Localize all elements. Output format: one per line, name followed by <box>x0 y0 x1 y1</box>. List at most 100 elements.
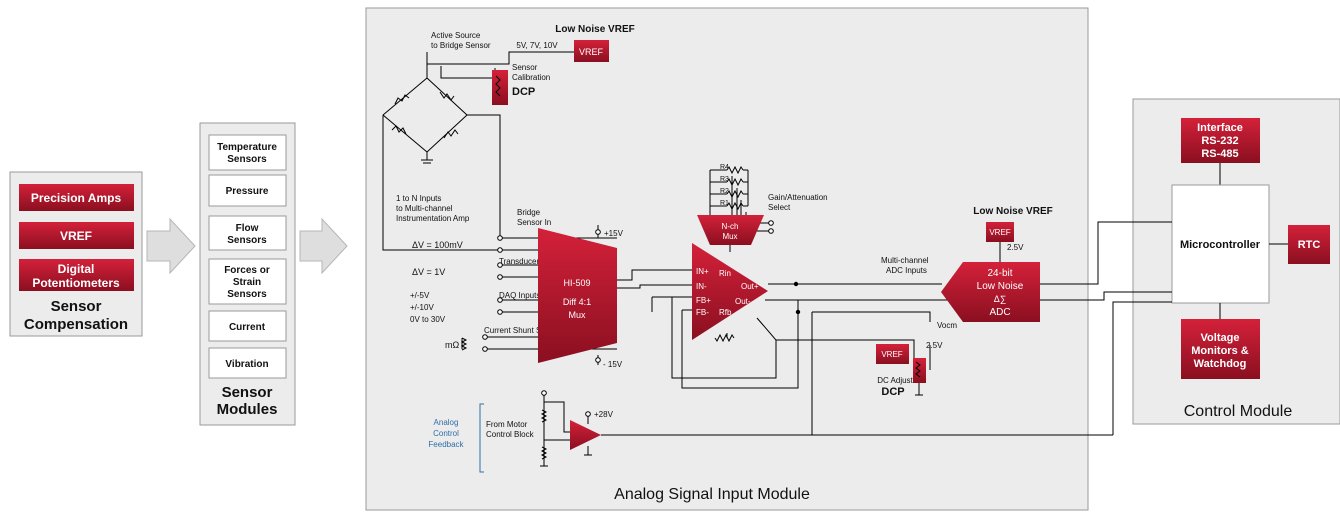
mux-label: Mux <box>568 310 586 320</box>
adc-to-micro-wires <box>1040 221 1172 435</box>
vref-top-block <box>574 40 609 62</box>
motor-label-2: Control Block <box>486 430 535 439</box>
low-noise-vref-top-label: Low Noise VREF <box>555 24 634 35</box>
plus15v-label: +15V <box>604 229 624 238</box>
nch-mux-label-2: Mux <box>722 232 737 241</box>
adc-inputs-label-1: Multi-channel <box>881 256 929 265</box>
flow-label-2: Sensors <box>227 235 267 246</box>
r2-label: R2 <box>720 188 729 195</box>
temperature-label-1: Temperature <box>217 142 277 153</box>
feedback-label-1: Analog <box>434 418 459 427</box>
forces-label-1: Forces or <box>224 265 270 276</box>
voltage-label-2: Monitors & <box>1191 345 1248 357</box>
vref-right-label: VREF <box>989 228 1010 237</box>
sensor-modules-title-2: Modules <box>217 401 278 418</box>
vocm-label: Vocm <box>937 321 957 330</box>
out-plus-label: Out+ <box>741 282 759 291</box>
analog-module-title: Analog Signal Input Module <box>614 486 810 503</box>
flow-arrow-1 <box>146 217 196 275</box>
daq-label-3: 0V to 30V <box>410 315 446 324</box>
plus28v-label: +28V <box>594 410 614 419</box>
feedback-bracket <box>479 403 484 473</box>
minus15v-label: - 15V <box>603 360 623 369</box>
dv-1v-label: ΔV = 1V <box>412 267 445 277</box>
bridge-sensor-label-1: Bridge <box>517 208 541 217</box>
digital-label: Digital <box>58 262 95 276</box>
sensor-modules-title-1: Sensor <box>222 384 273 401</box>
control-module-title: Control Module <box>1184 403 1293 420</box>
adc-label-3: Δ∑ <box>994 294 1006 304</box>
forces-label-2: Strain <box>233 277 261 288</box>
hi509-mux <box>538 225 617 365</box>
current-shunt-label: Current Shunt Sense <box>484 326 559 335</box>
adc-label-1: 24-bit <box>987 268 1012 279</box>
transducer-in-label: Transducer In <box>499 257 548 266</box>
vref-voltages-label: 5V, 7V, 10V <box>516 41 558 50</box>
interface-label-2: RS-232 <box>1201 135 1238 147</box>
milliohm-label: mΩ <box>445 340 459 350</box>
fb-plus-label: FB+ <box>696 296 711 305</box>
dcp-label-bottom: DCP <box>881 386 904 398</box>
flow-label-1: Flow <box>236 223 259 234</box>
sensor-calibration-label-2: Calibration <box>512 73 550 82</box>
vref-label: VREF <box>60 229 92 243</box>
r1-label: R1 <box>720 200 729 207</box>
precision-amps-label: Precision Amps <box>31 191 122 205</box>
in-minus-label: IN- <box>696 282 707 291</box>
rtc-label: RTC <box>1298 239 1321 251</box>
dc-adjust-label: DC Adjust <box>877 376 913 385</box>
pressure-box <box>208 174 287 207</box>
flow-arrow-2 <box>299 217 348 275</box>
instrumentation-amp <box>692 243 768 340</box>
vref-top-label: VREF <box>579 47 604 57</box>
amp-to-adc-wires <box>765 283 950 435</box>
in-plus-label: IN+ <box>696 267 709 276</box>
rtc-block <box>1288 225 1330 264</box>
fb-minus-label: FB- <box>696 308 709 317</box>
daq-label-2: +/-10V <box>410 303 434 312</box>
nch-mux-label-1: N-ch <box>722 222 739 231</box>
sensor-compensation-title-1: Sensor <box>51 298 102 315</box>
temperature-label-2: Sensors <box>227 154 267 165</box>
pressure-label: Pressure <box>226 186 269 197</box>
microcontroller-label: Microcontroller <box>1180 239 1261 251</box>
r3-label: R3 <box>720 176 729 183</box>
gain-label-2: Select <box>768 203 791 212</box>
rfb-resistor <box>714 333 735 343</box>
rfb-label: Rfb <box>719 308 732 317</box>
vref-block <box>19 222 134 249</box>
v25-dc-label: 2.5V <box>926 341 943 350</box>
vref-right-block <box>986 222 1014 242</box>
feedback-amp <box>570 420 601 450</box>
rin-label: Rin <box>719 269 731 278</box>
forces-label-3: Sensors <box>227 289 267 300</box>
potentiometers-label: Potentiometers <box>32 276 120 290</box>
adc-label-2: Low Noise <box>977 281 1024 292</box>
daq-label-1: +/-5V <box>410 291 430 300</box>
mux-diff-label: Diff 4:1 <box>563 297 591 307</box>
dcp-label-top: DCP <box>512 86 535 98</box>
digital-potentiometers-block <box>19 259 134 291</box>
vibration-label: Vibration <box>225 359 268 370</box>
nch-mux <box>697 215 764 245</box>
vref-dc-label: VREF <box>881 350 902 359</box>
vibration-box <box>208 347 287 379</box>
out-minus-label: Out- <box>735 297 751 306</box>
inputs-label-2: to Multi-channel <box>396 204 453 213</box>
motor-label-1: From Motor <box>486 420 528 429</box>
inputs-label-3: Instrumentation Amp <box>396 214 470 223</box>
dv-100mv-label: ΔV = 100mV <box>412 240 463 250</box>
vref-dc-block <box>876 344 909 364</box>
temperature-sensors-box <box>208 134 287 171</box>
precision-amps-block <box>19 184 134 211</box>
sensor-modules-panel: Temperature Sensors Pressure Flow Sensor… <box>199 122 296 426</box>
feedback-wiring <box>540 393 1113 467</box>
input-terminals <box>482 235 503 352</box>
voltage-monitors-block <box>1181 319 1260 379</box>
daq-inputs-label: DAQ Inputs <box>499 291 540 300</box>
interface-label-1: Interface <box>1197 122 1243 134</box>
feedback-label-3: Feedback <box>428 440 464 449</box>
sensor-compensation-title-2: Compensation <box>24 316 128 333</box>
adc-block <box>941 262 1040 322</box>
